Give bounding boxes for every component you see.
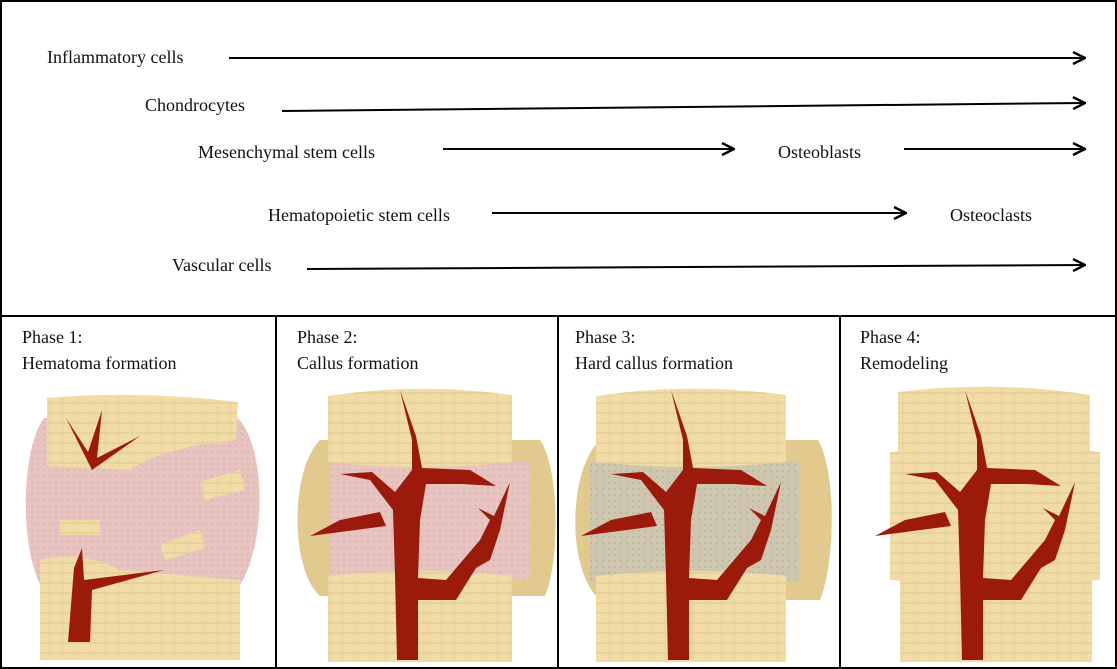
label-vascular-cells: Vascular cells	[172, 255, 271, 275]
phase3-name: Hard callus formation	[575, 352, 733, 374]
phase4-illustration	[875, 387, 1100, 662]
phase3-number: Phase 3:	[575, 326, 636, 348]
label-mesenchymal-stem-cells: Mesenchymal stem cells	[198, 142, 375, 162]
phase4-name: Remodeling	[860, 352, 948, 374]
phase1-name: Hematoma formation	[22, 352, 176, 374]
phase2-illustration	[298, 389, 556, 662]
label-chondrocytes: Chondrocytes	[145, 95, 245, 115]
bone-chip	[60, 520, 100, 535]
arrow-chondrocytes	[282, 103, 1084, 111]
phase2-name: Callus formation	[297, 352, 418, 374]
phase3-illustration	[575, 389, 832, 662]
label-osteoclasts: Osteoclasts	[950, 205, 1032, 225]
bone-upper	[328, 389, 512, 467]
bone-upper	[898, 387, 1090, 467]
label-osteoblasts: Osteoblasts	[778, 142, 861, 162]
label-inflammatory-cells: Inflammatory cells	[47, 47, 183, 67]
label-hematopoietic-stem-cells: Hematopoietic stem cells	[268, 205, 450, 225]
phase4-number: Phase 4:	[860, 326, 921, 348]
phase1-number: Phase 1:	[22, 326, 83, 348]
bone-upper	[596, 389, 786, 467]
phase1-illustration	[26, 395, 260, 660]
phase2-number: Phase 2:	[297, 326, 358, 348]
arrow-vascular	[307, 265, 1084, 269]
